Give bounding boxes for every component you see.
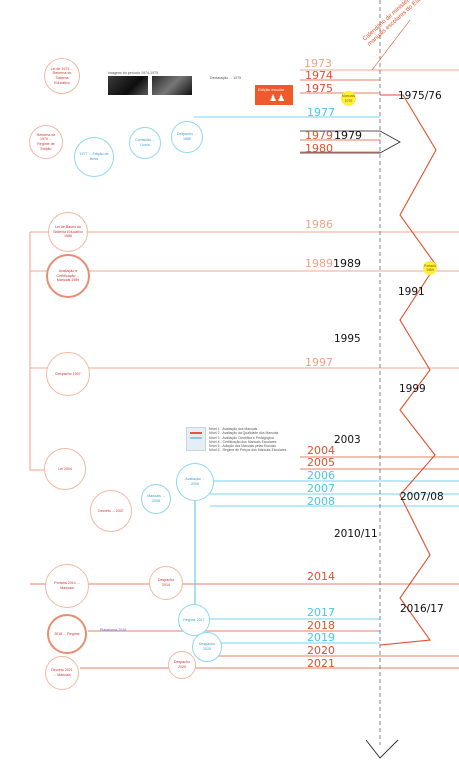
node-1997: Despacho 1997	[46, 352, 90, 396]
year-label-y2007: 2007	[307, 482, 335, 495]
node-2017: Regime 2017	[178, 604, 210, 636]
year-label-y1980: 1980	[305, 142, 333, 155]
year-label-y2005: 2005	[307, 456, 335, 469]
yellow-note-1989: Portaria 1989	[423, 261, 437, 275]
node-1980b: Despacho ... 1980	[171, 121, 203, 153]
year-label-y2021: 2021	[307, 657, 335, 670]
node-1979: Reforma de 1979 ... Regime de Edição	[29, 125, 63, 159]
node-1997-text: Despacho 1997	[55, 371, 81, 376]
node-2017-text: Regime 2017	[183, 617, 205, 622]
ministry-label-b1975_76: 1975/76	[398, 90, 442, 102]
year-label-y2006: 2006	[307, 469, 335, 482]
node-2014-text: Portaria 2014 ... Manuais	[54, 581, 80, 590]
node-2008-text: Manuais ... 2008	[147, 494, 165, 503]
node-2020-text: Despacho 2020	[173, 660, 191, 669]
node-1973-text: Lei de 1973 ... Reforma do Sistema Educa…	[50, 66, 74, 85]
year-label-y1986: 1986	[305, 218, 333, 231]
ministry-zigzag	[379, 94, 437, 646]
evaluation-level-item: Nível 4 - Certificação dos Manuais Escol…	[209, 439, 277, 444]
node-2007: Decreto ... 2007	[90, 490, 132, 532]
node-1980a-text: Comissão ... Livros	[135, 138, 155, 147]
year-label-y2017: 2017	[307, 606, 335, 619]
yellow-note-1976: Manuais 1976	[341, 91, 356, 106]
ministry-label-b2016_17: 2016/17	[400, 603, 444, 615]
node-2006-text: Avaliação ... 2006	[185, 477, 205, 486]
node-2020: Despacho 2020	[168, 651, 196, 679]
year-label-y2019: 2019	[307, 631, 335, 644]
node-2014b: Despacho 2014	[149, 566, 183, 600]
node-1979-text: Reforma de 1979 ... Regime de Edição	[36, 132, 56, 151]
year-label-y1989b: 1989	[333, 257, 361, 270]
node-2021-text: Decreto 2021 ... Manuais	[51, 668, 73, 677]
year-label-y2014: 2014	[307, 570, 335, 583]
node-1977: 1977 ... Edição de livros	[74, 137, 114, 177]
year-label-y2018: 2018	[307, 619, 335, 632]
document-thumbnail	[186, 427, 206, 451]
evaluation-level-item: Nível 1 - Avaliação dos Manuais	[209, 427, 258, 431]
ministry-label-b2007_08: 2007/08	[400, 491, 444, 503]
node-2007-text: Decreto ... 2007	[98, 508, 124, 513]
node-2014b-text: Despacho 2014	[157, 578, 175, 587]
year-label-y1975: 1975	[305, 82, 333, 95]
axis-arrow	[365, 739, 399, 759]
node-1980a: Comissão ... Livros	[129, 127, 161, 159]
year-label-y2004: 2004	[307, 444, 335, 457]
node-2021: Decreto 2021 ... Manuais	[45, 656, 79, 690]
banner-text: Edição escolar	[258, 87, 285, 92]
node-2018: 2018 ... Regime	[47, 614, 87, 654]
node-2004: Lei 2004	[44, 448, 86, 490]
year-label-y1979b: 1979	[334, 129, 362, 142]
year-label-y1974: 1974	[305, 69, 333, 82]
node-1986-text: Lei de Bases do Sistema Educativo 1986	[53, 225, 83, 239]
node-2019-text: Despacho 2019	[198, 642, 216, 651]
ministry-label-b1995: 1995	[334, 333, 361, 345]
year-label-y2008: 2008	[307, 495, 335, 508]
node-2004-text: Lei 2004	[58, 466, 72, 471]
year-label-y2020: 2020	[307, 644, 335, 657]
year-label-y1977: 1977	[307, 106, 335, 119]
people-icon: ♟♟	[269, 93, 286, 103]
node-2014: Portaria 2014 ... Manuais	[45, 564, 89, 608]
year-label-y1989: 1989	[305, 257, 333, 270]
photo-caption: Imagens do período 1974-1975	[108, 71, 159, 75]
node-1989-text: Avaliação e Certificação ... Manuais 198…	[56, 269, 80, 283]
evaluation-level-item: Nível 2 - Avaliação da Qualidade dos Man…	[209, 431, 279, 436]
evaluation-level-item: Nível 5 - Adoção dos Manuais pelas Escol…	[209, 444, 276, 449]
node-1989: Avaliação e Certificação ... Manuais 198…	[46, 254, 90, 298]
banner-1975: Edição escolar ♟♟	[255, 85, 293, 105]
node-2006: Avaliação ... 2006	[176, 463, 214, 501]
ministry-label-b2010_11: 2010/11	[334, 528, 378, 540]
node-1977-text: 1977 ... Edição de livros	[79, 152, 109, 161]
axis-arrow-icon	[364, 738, 400, 758]
year-label-y1973: 1973	[304, 57, 332, 70]
note-2017-link: Plataforma 2018	[100, 628, 127, 632]
node-2008: Manuais ... 2008	[141, 484, 171, 514]
evaluation-level-item: Nível 6 - Regime de Preços dos Manuais E…	[209, 448, 287, 453]
year-label-y1979: 1979	[305, 129, 333, 142]
node-2018-text: 2018 ... Regime	[54, 631, 80, 636]
photo-1	[108, 76, 148, 95]
note-1975: Declaração ... 1975	[210, 76, 242, 80]
node-1973: Lei de 1973 ... Reforma do Sistema Educa…	[44, 58, 80, 94]
node-1986: Lei de Bases do Sistema Educativo 1986	[48, 212, 88, 252]
bracket-1979	[300, 130, 401, 154]
photo-2	[152, 76, 192, 95]
ministry-label-b1991: 1991	[398, 286, 425, 298]
evaluation-level-item: Nível 3 - Avaliação Científica e Pedagóg…	[209, 435, 274, 440]
ministry-label-b1999: 1999	[399, 383, 426, 395]
header-diagonal	[371, 19, 411, 71]
year-label-y1997: 1997	[305, 356, 333, 369]
node-2019: Despacho 2019	[192, 632, 222, 662]
node-1980b-text: Despacho ... 1980	[176, 132, 198, 141]
ministry-label-b2003: 2003	[334, 434, 361, 446]
